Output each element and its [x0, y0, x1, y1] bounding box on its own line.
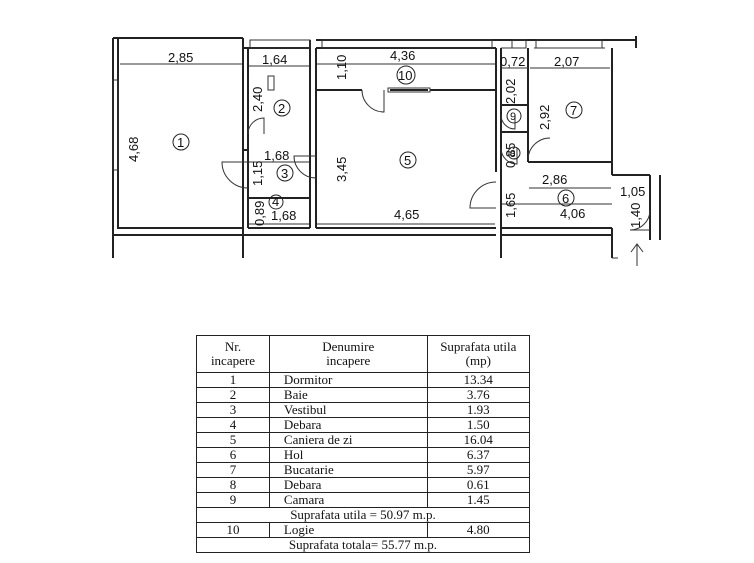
- header-name: Denumire incapere: [268, 335, 428, 373]
- table-cell-name: Hol: [268, 447, 428, 463]
- table-cell-area: 1.50: [426, 417, 531, 433]
- dimension-lines: [120, 63, 612, 225]
- room-number: 7: [570, 103, 577, 118]
- doors: [221, 89, 651, 231]
- table-cell-area: 4.80: [426, 522, 531, 538]
- table-cell-name: Dormitor: [268, 372, 428, 388]
- table-cell-area: 1.93: [426, 402, 531, 418]
- dim-label: 2,86: [542, 172, 567, 187]
- table-cell-nr: 5: [196, 432, 270, 448]
- table-cell-area: 13.34: [426, 372, 531, 388]
- summary-row-totala: Suprafata totala= 55.77 m.p.: [196, 537, 530, 553]
- table-cell-name: Bucatarie: [268, 462, 428, 478]
- dim-label: 1,64: [262, 52, 287, 67]
- dim-label: 1,10: [334, 55, 349, 80]
- dim-label: 2,02: [503, 79, 518, 104]
- dim-label: 1,68: [271, 208, 296, 223]
- dim-label: 1,65: [503, 193, 518, 218]
- windows: [112, 39, 603, 171]
- dim-label: 0,72: [500, 54, 525, 69]
- dim-label: 4,65: [394, 207, 419, 222]
- room-number: 9: [510, 111, 516, 123]
- room-number: 4: [272, 194, 279, 209]
- table-cell-area: 16.04: [426, 432, 531, 448]
- table-cell-name: Debara: [268, 477, 428, 493]
- floor-plan: 2,85 4,68 1,64 2,40 1,68 1,15 0,89 1,68 …: [112, 36, 661, 266]
- table-cell-name: Logie: [268, 522, 428, 538]
- dim-label: 1,40: [628, 203, 643, 228]
- summary-row-utila: Suprafata utila = 50.97 m.p.: [196, 507, 530, 523]
- header-nr: Nr. incapere: [196, 335, 270, 373]
- room-number: 1: [177, 135, 184, 150]
- table-cell-area: 0.61: [426, 477, 531, 493]
- dim-label: 2,40: [250, 87, 265, 112]
- table-cell-area: 6.37: [426, 447, 531, 463]
- table-cell-nr: 1: [196, 372, 270, 388]
- utila-total: Suprafata utila = 50.97 m.p.: [196, 507, 530, 523]
- area-table: Nr. incapere Denumire incapere Suprafata…: [196, 335, 531, 553]
- dim-label: 4,36: [390, 48, 415, 63]
- room-number: 2: [278, 101, 285, 116]
- table-cell-area: 3.76: [426, 387, 531, 403]
- room-number: 8: [510, 149, 516, 160]
- table-cell-nr: 8: [196, 477, 270, 493]
- table-cell-nr: 10: [196, 522, 270, 538]
- dim-label: 1,05: [620, 184, 645, 199]
- walls: [112, 36, 661, 259]
- dim-label: 2,92: [537, 105, 552, 130]
- room-number: 5: [404, 153, 411, 168]
- dim-label: 2,07: [554, 54, 579, 69]
- dim-label: 0,85: [503, 143, 518, 168]
- area-table-container: Nr. incapere Denumire incapere Suprafata…: [196, 335, 531, 553]
- table-cell-name: Debara: [268, 417, 428, 433]
- table-header-row: Nr. incapere Denumire incapere Suprafata…: [196, 335, 531, 373]
- totala-total: Suprafata totala= 55.77 m.p.: [196, 537, 530, 553]
- table-cell-name: Camara: [268, 492, 428, 508]
- dim-label: 1,15: [250, 161, 265, 186]
- table-cell-name: Vestibul: [268, 402, 428, 418]
- table-cell-area: 1.45: [426, 492, 531, 508]
- dim-label: 1,68: [264, 148, 289, 163]
- dim-label: 2,85: [168, 50, 193, 65]
- table-cell-nr: 9: [196, 492, 270, 508]
- table-cell-nr: 6: [196, 447, 270, 463]
- table-cell-nr: 7: [196, 462, 270, 478]
- table-cell-nr: 4: [196, 417, 270, 433]
- room-number: 3: [281, 166, 288, 181]
- table-cell-area: 5.97: [426, 462, 531, 478]
- header-area: Suprafata utila (mp): [426, 335, 531, 373]
- room-number: 10: [398, 68, 412, 83]
- dim-label: 4,68: [126, 137, 141, 162]
- dim-label: 0,89: [252, 201, 267, 226]
- dim-label: 4,06: [560, 206, 585, 221]
- table-cell-name: Caniera de zi: [268, 432, 428, 448]
- table-cell-name: Baie: [268, 387, 428, 403]
- table-cell-nr: 3: [196, 402, 270, 418]
- dim-label: 3,45: [334, 157, 349, 182]
- room-number: 6: [562, 191, 569, 206]
- room-markers: [172, 65, 583, 210]
- table-cell-nr: 2: [196, 387, 270, 403]
- entry-arrow-icon: [630, 243, 644, 266]
